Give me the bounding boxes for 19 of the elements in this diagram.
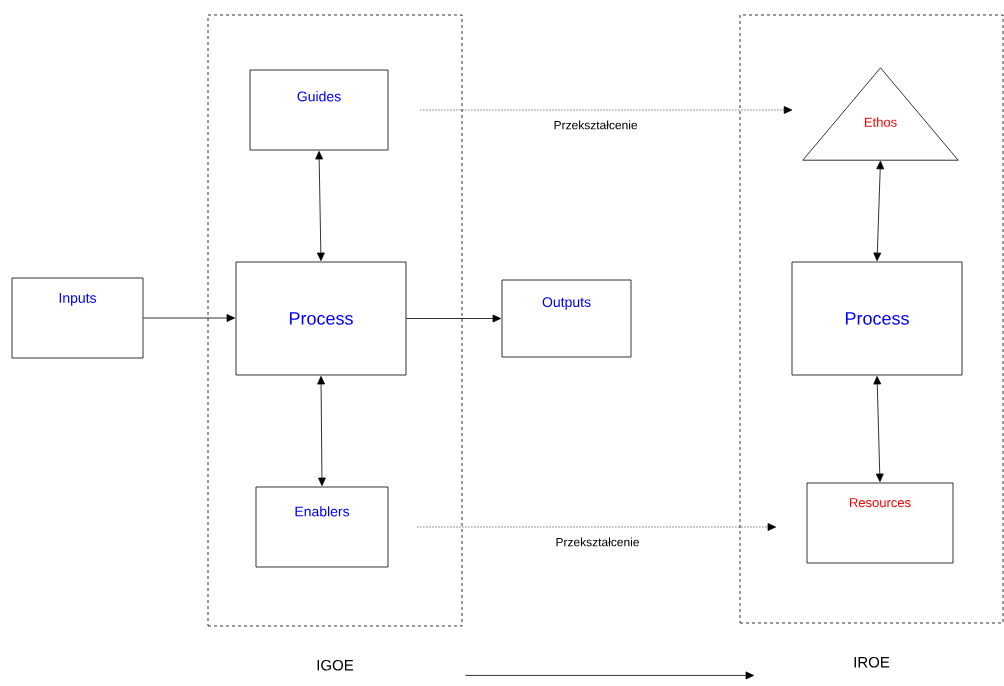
- arrow: [315, 151, 325, 261]
- arrow: [317, 376, 326, 486]
- arrow: [873, 376, 884, 482]
- edge-label: Przekształcenie: [556, 537, 639, 547]
- process-box: Inputs: [11, 277, 144, 359]
- edge-label: Przekształcenie: [554, 120, 638, 130]
- arrow: [873, 160, 885, 261]
- arrow: [417, 523, 776, 531]
- arrow: [465, 671, 754, 680]
- process-box: Process: [235, 261, 407, 376]
- process-box: Guides: [249, 69, 389, 151]
- arrow: [420, 106, 793, 114]
- process-box: Outputs: [501, 279, 632, 358]
- process-box: Resources: [806, 482, 954, 564]
- process-box: Process: [791, 261, 963, 376]
- triangle-node: Ethos: [802, 67, 959, 161]
- arrow: [406, 314, 501, 323]
- process-box: Enablers: [255, 486, 389, 568]
- arrow: [143, 314, 235, 322]
